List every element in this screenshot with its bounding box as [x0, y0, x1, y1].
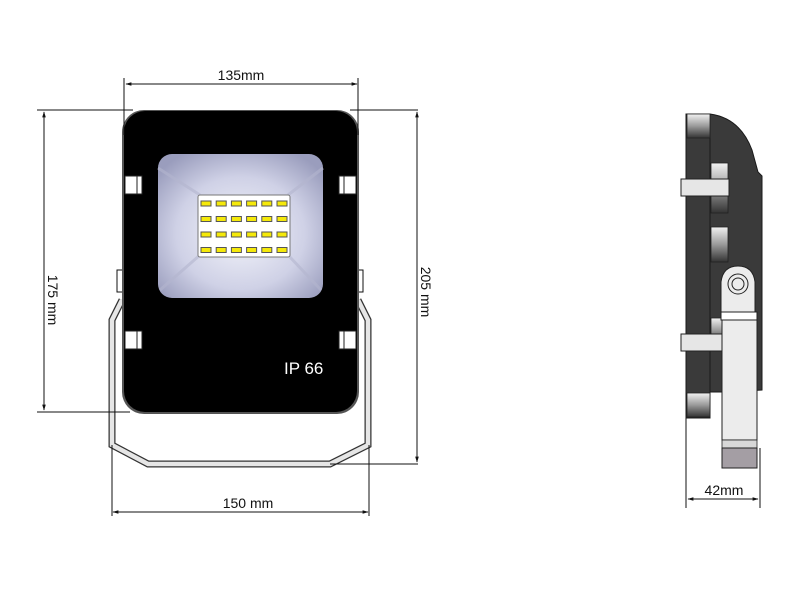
led-board	[197, 194, 291, 258]
led-chip	[261, 200, 273, 207]
svg-text:150 mm: 150 mm	[223, 495, 274, 511]
dimension-body-height: 175 mm	[42, 111, 61, 411]
led-chip	[215, 231, 227, 238]
led-chip	[230, 216, 242, 222]
led-chip	[200, 200, 212, 207]
side-view: 42mm	[680, 113, 763, 508]
mounting-bracket	[108, 269, 372, 468]
side-bracket	[720, 265, 758, 469]
dimension-body-width: 135mm	[125, 67, 358, 86]
extension-lines	[37, 78, 418, 516]
dimension-depth: 42mm	[685, 418, 761, 508]
led-chip	[215, 247, 227, 253]
dimension-total-height: 205 mm	[415, 111, 434, 463]
dimension-bracket-width: 150 mm	[112, 495, 369, 514]
led-chip	[200, 231, 212, 238]
led-chip	[276, 200, 288, 207]
led-chip	[261, 216, 273, 222]
led-chip	[200, 247, 212, 253]
svg-text:205 mm: 205 mm	[418, 267, 434, 318]
svg-text:135mm: 135mm	[218, 67, 265, 83]
led-chip	[215, 216, 227, 222]
led-chip	[230, 200, 242, 207]
led-chip	[246, 231, 258, 238]
led-chip	[261, 231, 273, 238]
led-chip	[276, 231, 288, 238]
led-chip	[215, 200, 227, 207]
svg-text:175 mm: 175 mm	[45, 275, 61, 326]
ip-rating-label: IP 66	[284, 359, 323, 378]
led-chip	[276, 216, 288, 222]
led-chip	[261, 247, 273, 253]
side-clip-top	[680, 178, 730, 197]
led-grid	[200, 200, 288, 253]
led-chip	[230, 247, 242, 253]
led-chip	[246, 200, 258, 207]
led-chip	[200, 216, 212, 222]
front-view: IP 66 135mm 150 mm 175 mm	[37, 67, 434, 516]
led-chip	[246, 216, 258, 222]
led-chip	[276, 247, 288, 253]
housing-clips	[124, 175, 357, 350]
led-chip	[230, 231, 242, 238]
led-chip	[246, 247, 258, 253]
svg-text:42mm: 42mm	[705, 482, 744, 498]
